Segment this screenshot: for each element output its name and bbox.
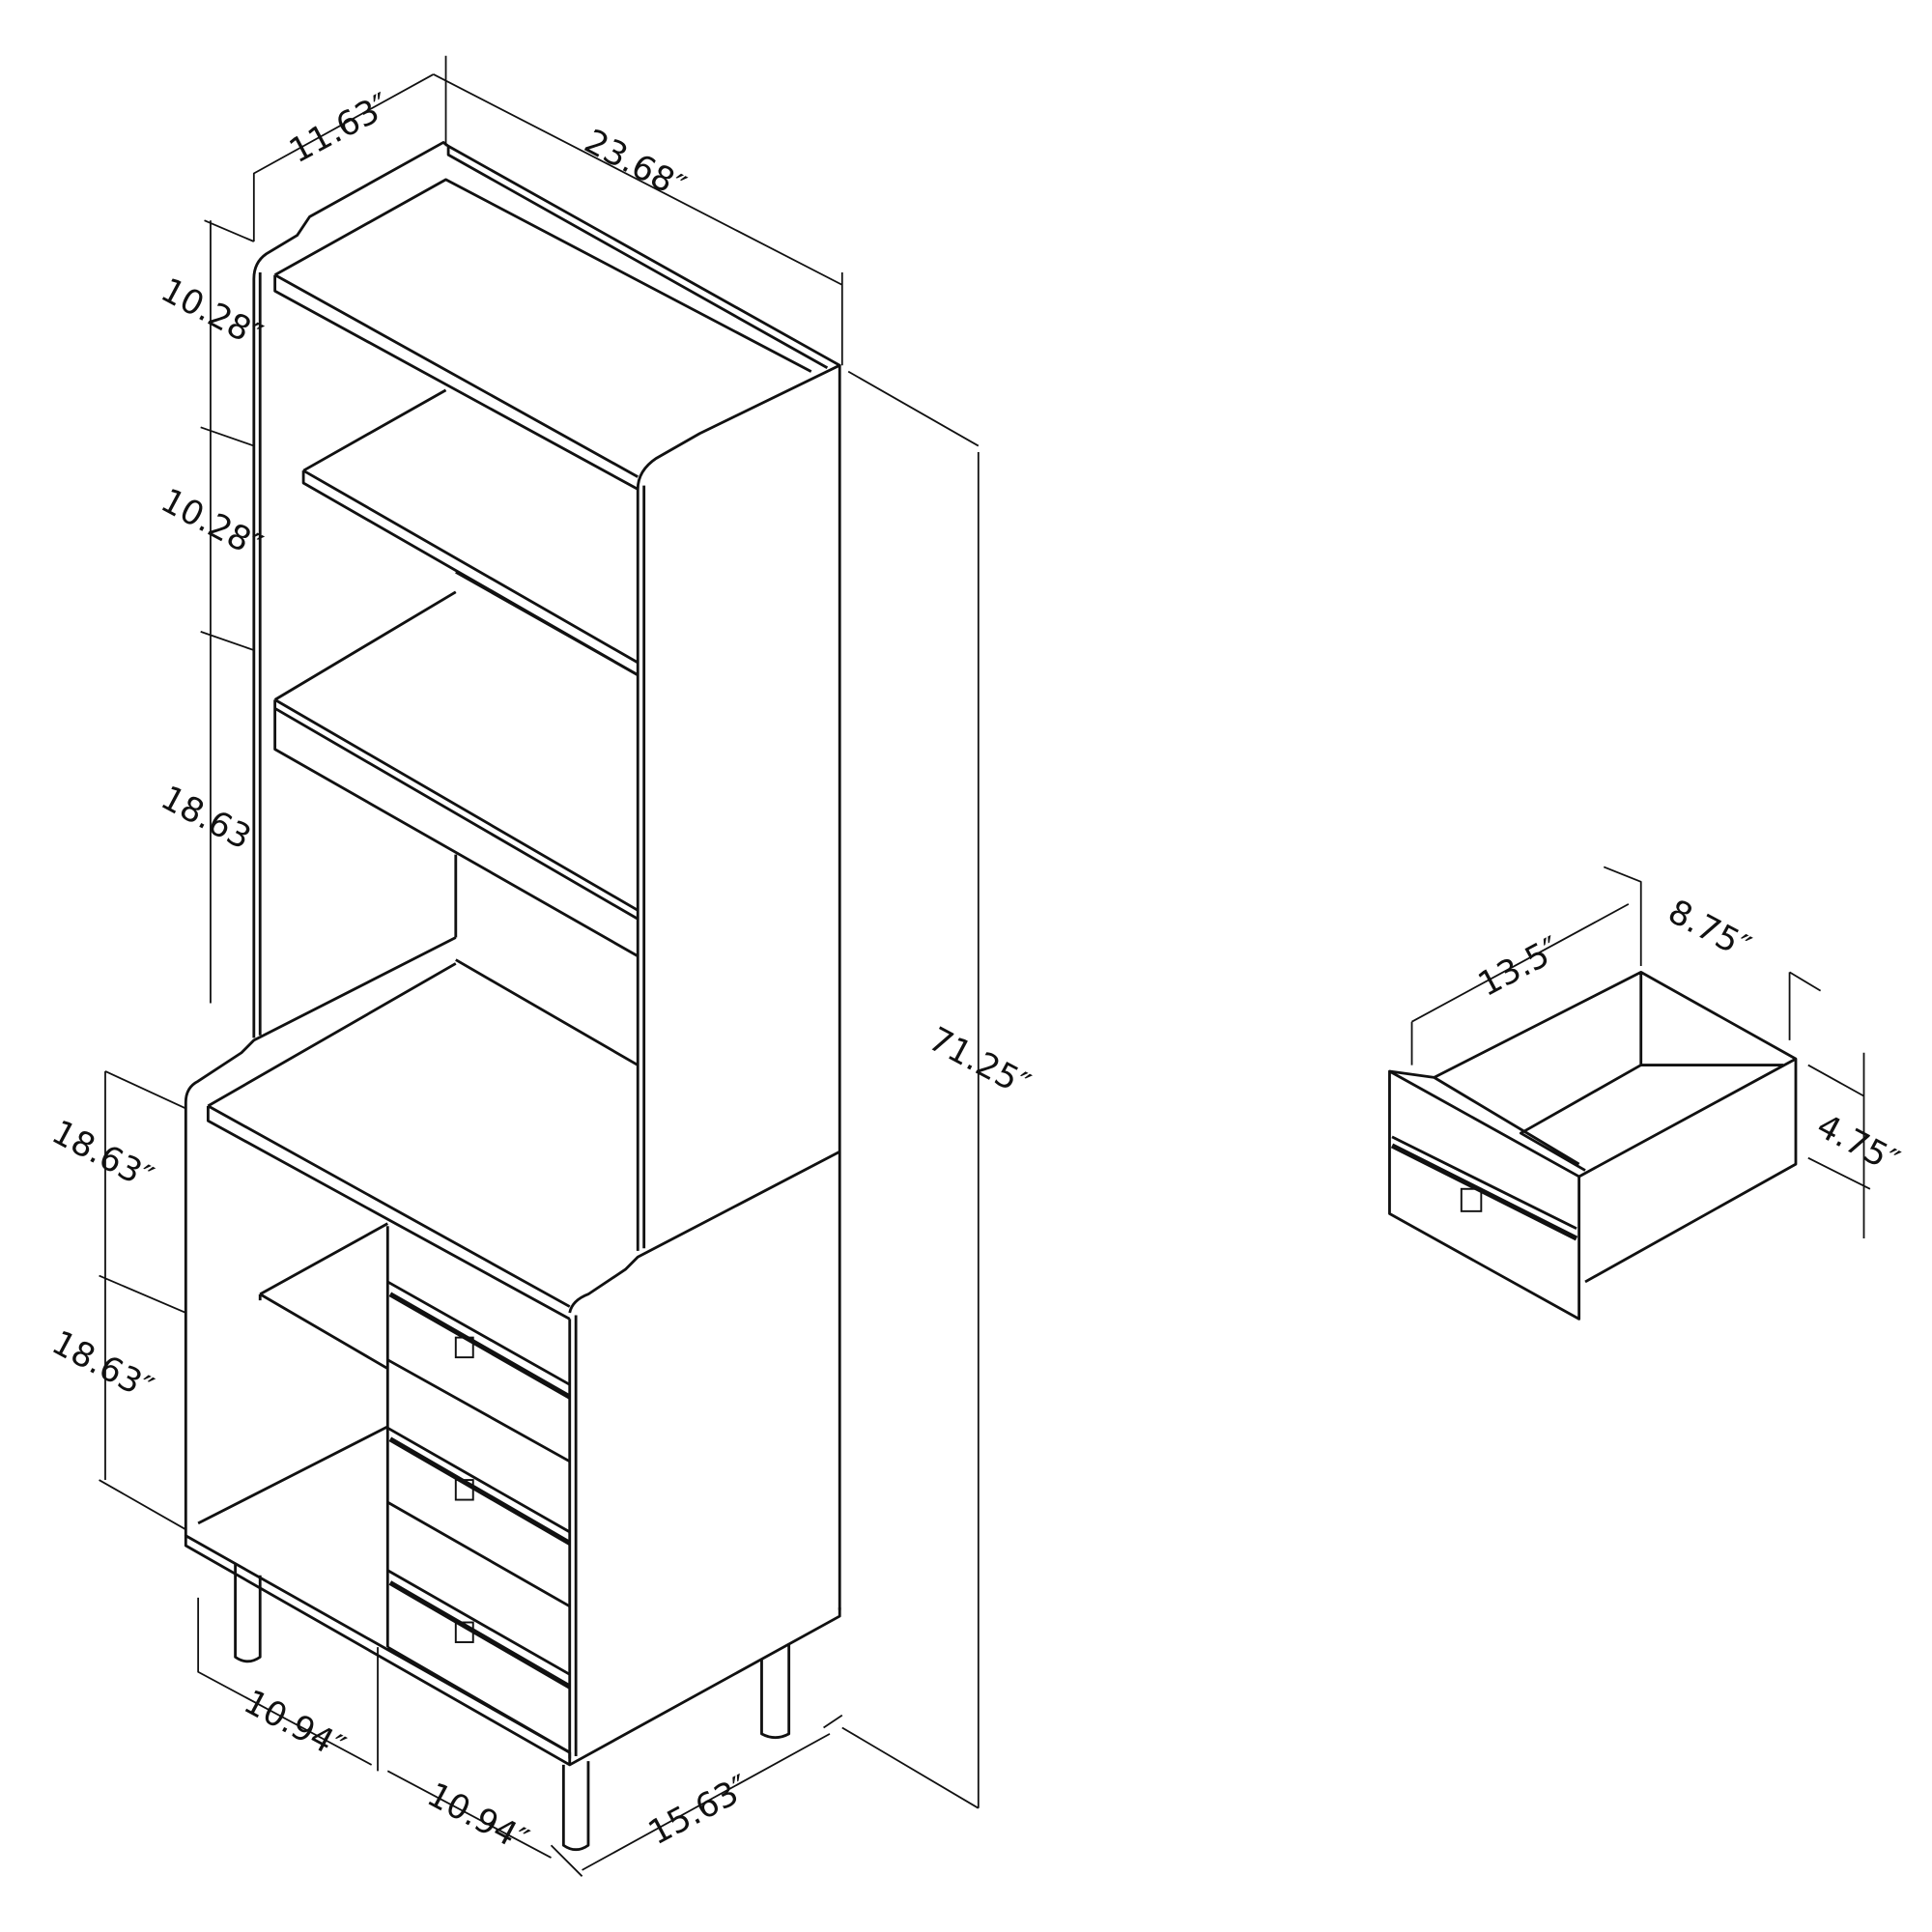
shelf-1 — [301, 388, 639, 676]
base-upper-height-label: 18.63″ — [45, 1113, 159, 1198]
shelf-2 — [273, 590, 639, 957]
base-depth-label: 15.63″ — [642, 1768, 756, 1853]
hutch-depth-label: 11.63″ — [283, 86, 397, 171]
legs — [234, 1562, 791, 1852]
drawer-handle — [454, 1479, 474, 1501]
base-bottom — [184, 1534, 841, 1767]
hutch-left-side — [252, 141, 841, 1251]
drawer-handle — [454, 1621, 474, 1643]
drawer-height-label: 4.75″ — [1810, 1107, 1905, 1182]
open-width-label: 10.94″ — [238, 1683, 352, 1768]
single-drawer: 13.5″ 8.75″ 4.75″ — [1388, 866, 1905, 1321]
drawer-width-label: 10.94″ — [421, 1776, 535, 1861]
dimension-labels: 11.63″ 23.68″ 10.28″ 10.28″ 18.63 18.63″… — [45, 86, 1036, 1861]
drawer-handle — [454, 1336, 474, 1359]
shelf-3-height-label: 18.63 — [155, 779, 257, 858]
width-label: 23.68″ — [578, 122, 692, 207]
drawer-fronts — [386, 1280, 572, 1754]
bookcase-cabinet: 11.63″ 23.68″ 10.28″ 10.28″ 18.63 18.63″… — [45, 55, 1036, 1877]
hutch-top-back — [446, 146, 829, 369]
base-lower-height-label: 18.63″ — [45, 1323, 159, 1408]
drawer-depth-label: 13.5″ — [1472, 929, 1567, 1005]
drawer-handle — [1460, 1187, 1483, 1212]
hutch-top-panel — [273, 178, 812, 491]
base-top — [184, 936, 571, 1536]
drawer-width-label: 8.75″ — [1662, 893, 1756, 968]
